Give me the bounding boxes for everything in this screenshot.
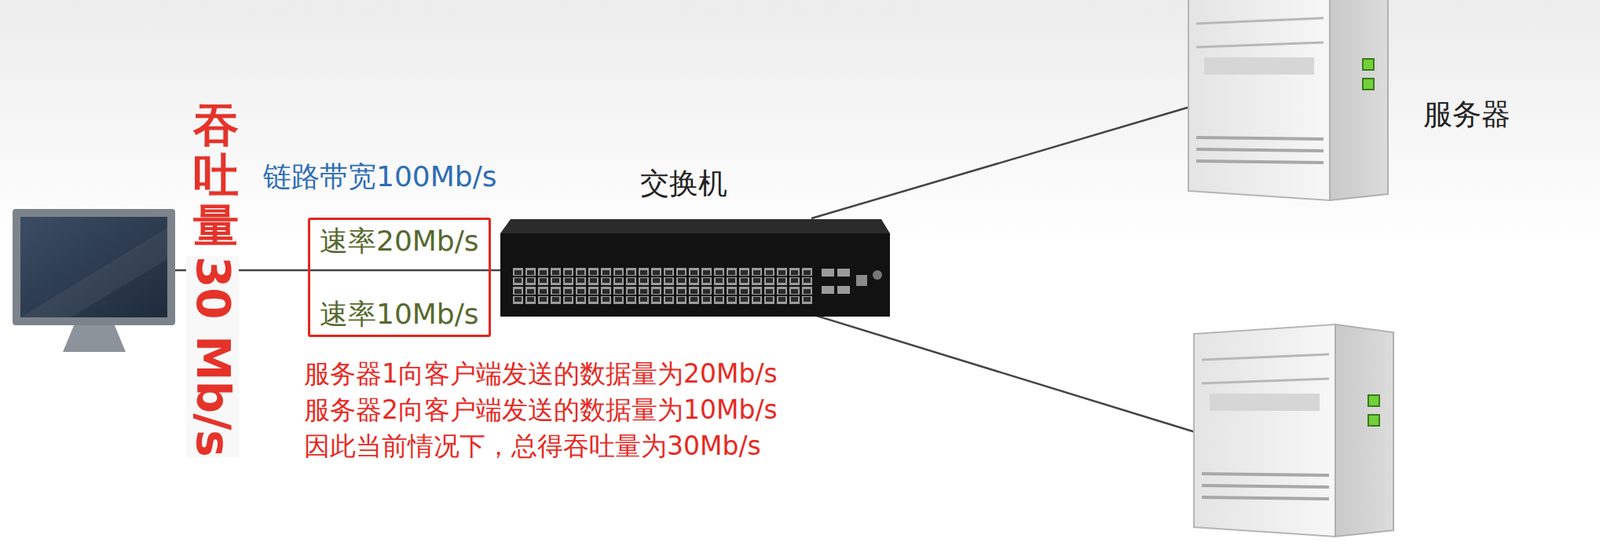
server-device <box>1193 324 1394 537</box>
bandwidth-label: 链路带宽100Mb/s <box>263 160 498 193</box>
link-wire <box>811 106 1190 219</box>
switch-device <box>500 219 890 317</box>
client-monitor <box>12 208 176 352</box>
throughput-value: 30 Mb/s <box>186 256 239 458</box>
throughput-label: 吞吐量 <box>193 100 239 251</box>
rate-text: 速率20Mb/s <box>319 224 480 257</box>
device-name: 交换机 <box>640 167 728 202</box>
note-line: 因此当前情况下，总得吞吐量为30Mb/s <box>303 431 762 462</box>
note-line: 服务器1向客户端发送的数据量为20Mb/s <box>303 358 778 389</box>
rate-box: 速率20Mb/s 速率10Mb/s <box>307 217 491 337</box>
rate-text: 速率10Mb/s <box>319 297 480 330</box>
note-line: 服务器2向客户端发送的数据量为10Mb/s <box>303 395 778 425</box>
link-wire <box>790 307 1201 434</box>
device-name: 服务器 <box>1423 98 1511 132</box>
server-device <box>1188 0 1388 201</box>
